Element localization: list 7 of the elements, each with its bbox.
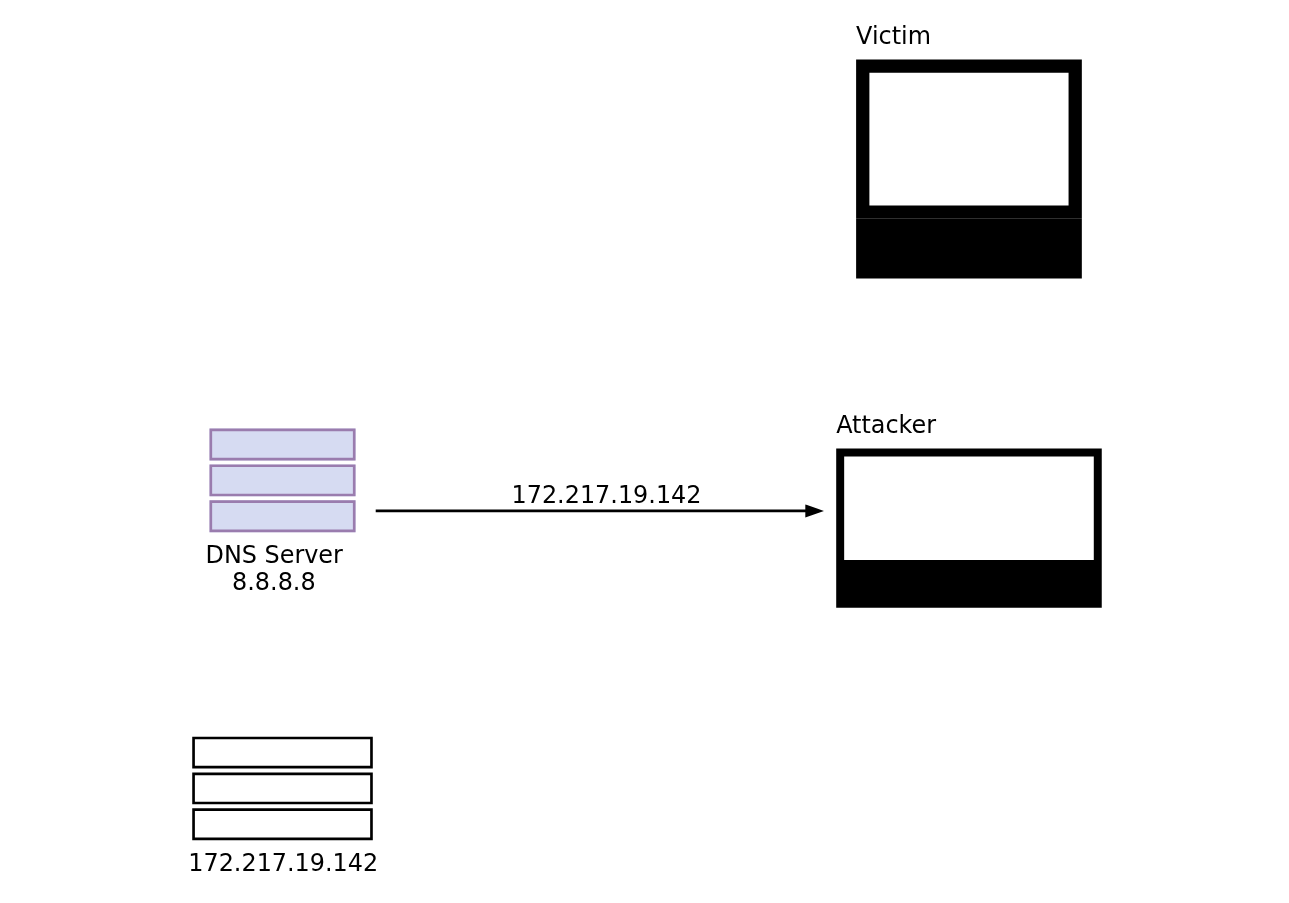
node-label: 8.8.8.8 (231, 567, 316, 596)
node-label: Attacker (835, 411, 936, 440)
arrow (375, 504, 824, 518)
node-label: 172.217.19.142 (187, 849, 378, 878)
node-label: DNS Server (205, 541, 343, 570)
node-label: Victim (855, 22, 931, 51)
edge-label: 172.217.19.142 (511, 481, 701, 510)
